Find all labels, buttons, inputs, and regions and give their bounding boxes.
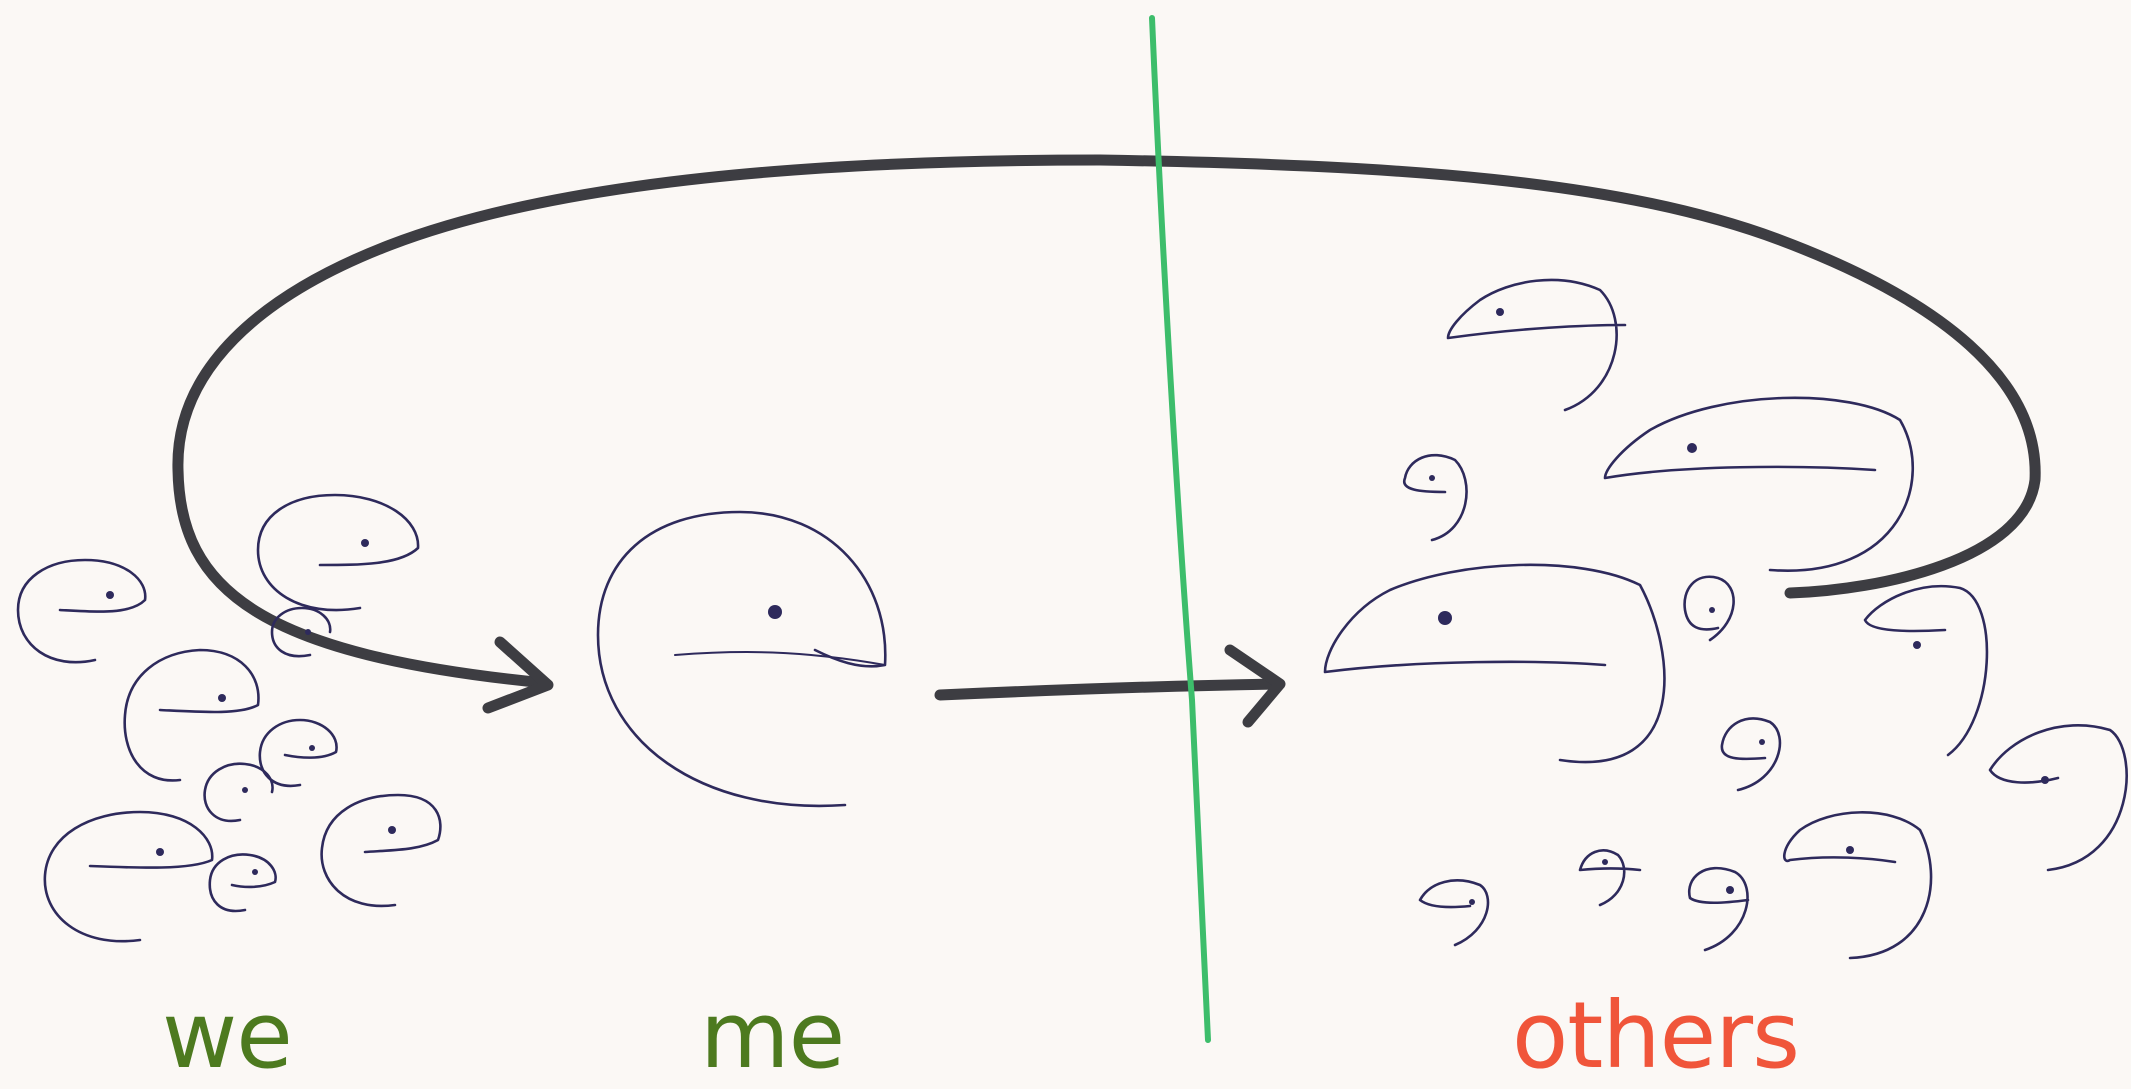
others-head-2 (1603, 396, 1914, 572)
we-figures (16, 493, 442, 943)
others-head-3 (1446, 278, 1627, 412)
others-head-8 (1988, 724, 2128, 872)
label-me: me (700, 982, 845, 1089)
label-we: we (162, 982, 293, 1089)
others-head-10 (1418, 879, 1490, 947)
others-head-7 (1720, 717, 1782, 792)
we-head-6 (203, 762, 274, 823)
we-head-9 (320, 793, 442, 908)
others-head-1 (1323, 563, 1666, 764)
others-head-6 (1863, 584, 1989, 757)
others-head-4 (1402, 454, 1468, 542)
others-head-11 (1578, 849, 1642, 907)
we-head-4 (270, 606, 332, 658)
loop-arrow (172, 154, 2041, 689)
we-head-8 (208, 853, 277, 913)
we-head-1 (256, 493, 420, 612)
we-head-7 (43, 810, 214, 943)
others-head-12 (1687, 866, 1750, 952)
we-head-5 (258, 718, 338, 788)
divider-line (1149, 15, 1211, 1043)
me-to-others-arrow-head (1224, 644, 1286, 728)
me-figure (596, 510, 887, 808)
others-figures (1323, 278, 2128, 960)
others-head-9 (1783, 811, 1933, 960)
we-head-3 (123, 648, 260, 782)
others-head-5 (1683, 575, 1735, 642)
we-head-2 (16, 558, 147, 664)
me-to-others-arrow (934, 678, 1281, 701)
label-others: others (1512, 982, 1800, 1089)
loop-arrow-head (482, 636, 554, 714)
